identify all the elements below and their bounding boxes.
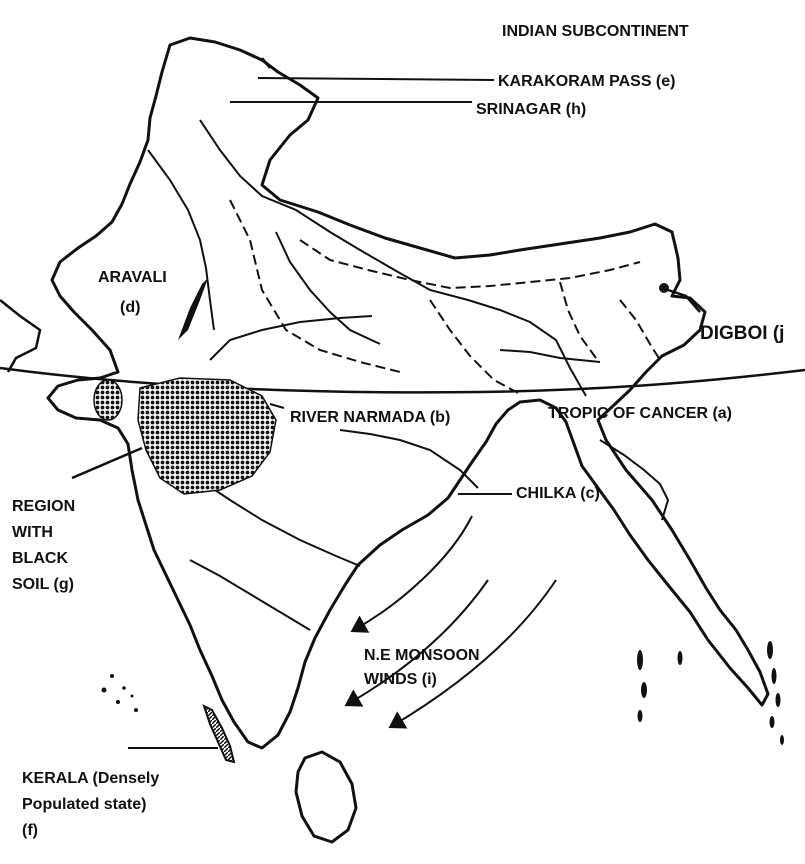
label-srinagar: SRINAGAR (h) — [476, 101, 587, 118]
sri-lanka-outline — [294, 750, 358, 844]
label-aravali-letter: (d) — [120, 299, 141, 316]
map-title: INDIAN SUBCONTINENT — [502, 23, 689, 40]
label-black-soil-line-2: WITH — [12, 524, 53, 541]
kerala-region — [202, 704, 236, 764]
label-karakoram-pass: KARAKORAM PASS (e) — [498, 73, 676, 90]
label-kerala-line-3: (f) — [22, 822, 38, 839]
label-ne-monsoon-line-2: WINDS (i) — [364, 671, 437, 688]
label-black-soil-line-1: REGION — [12, 498, 76, 515]
label-kerala-line-2: Populated state) — [22, 796, 147, 813]
label-ne-monsoon-line-1: N.E MONSOON — [364, 647, 480, 664]
label-river-narmada: RIVER NARMADA (b) — [290, 409, 451, 426]
label-kerala-line-1: KERALA (Densely — [22, 770, 160, 787]
label-black-soil-line-4: SOIL (g) — [12, 576, 74, 593]
black-soil-region — [137, 377, 277, 495]
black-soil-patch — [93, 379, 123, 421]
india-outline — [46, 36, 770, 750]
label-tropic-of-cancer: TROPIC OF CANCER (a) — [548, 405, 732, 422]
monsoon-arrow-3 — [388, 579, 557, 729]
digboi-dot — [659, 283, 669, 293]
label-aravali: ARAVALI — [98, 269, 167, 286]
andaman-islands — [637, 641, 784, 745]
label-black-soil-line-3: BLACK — [12, 550, 68, 567]
western-coast-outline — [0, 299, 42, 373]
black-soil-pointer — [71, 446, 143, 480]
monsoon-arrow-2 — [344, 579, 489, 707]
monsoon-arrows — [344, 515, 557, 729]
label-chilka: CHILKA (c) — [516, 485, 600, 502]
narmada-pointer — [269, 403, 285, 409]
digboi-pointer — [667, 288, 701, 313]
label-digboi: DIGBOI (j — [700, 323, 785, 344]
rivers — [147, 119, 601, 631]
tropic-of-cancer-line — [0, 366, 805, 394]
lakshadweep-islands — [101, 674, 138, 712]
karakoram-mark — [261, 57, 271, 69]
eastern-coast-outline — [599, 439, 670, 521]
aravali-range — [178, 278, 208, 340]
karakoram-pointer — [257, 77, 495, 81]
state-boundaries — [229, 199, 661, 395]
monsoon-arrow-1 — [350, 515, 473, 633]
